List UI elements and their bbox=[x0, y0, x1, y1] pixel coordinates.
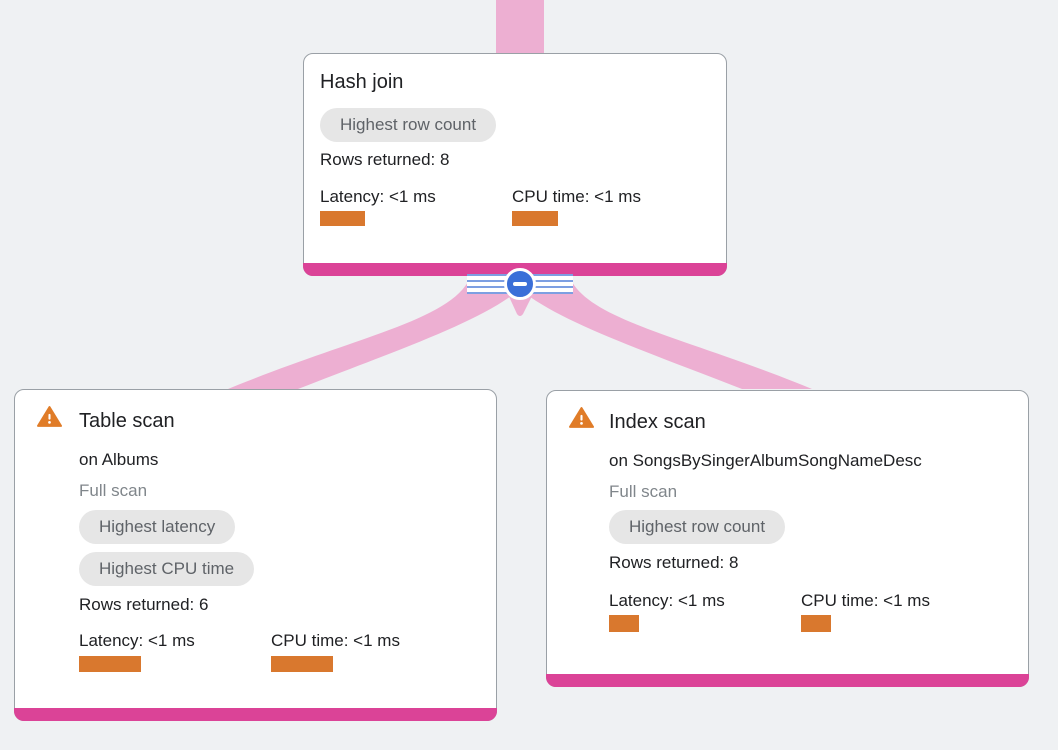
collapse-children-control[interactable] bbox=[467, 268, 573, 300]
rows-returned-label: Rows returned: 8 bbox=[609, 553, 739, 572]
cpu-time-label: CPU time: <1 ms bbox=[271, 631, 400, 650]
collapse-minus-icon[interactable] bbox=[504, 268, 536, 300]
latency-bar bbox=[609, 615, 639, 632]
latency-label: Latency: <1 ms bbox=[320, 187, 436, 206]
node-title: Index scan bbox=[609, 411, 706, 433]
rows-returned-label: Rows returned: 6 bbox=[79, 595, 209, 614]
badge-highest-latency: Highest latency bbox=[79, 510, 236, 544]
edge-to-index-scan-ribbon bbox=[521, 282, 812, 389]
scan-type-label: Full scan bbox=[79, 481, 148, 500]
node-title: Hash join bbox=[320, 71, 404, 93]
badge-highest-row-count: Highest row count bbox=[609, 510, 786, 544]
badge-highest-cpu-time: Highest CPU time bbox=[79, 552, 255, 586]
rows-returned-label: Rows returned: 8 bbox=[320, 150, 450, 169]
scan-target-label: on Albums bbox=[79, 450, 159, 469]
node-footer-accent bbox=[546, 674, 1029, 687]
scan-target-label: on SongsBySingerAlbumSongNameDesc bbox=[609, 451, 922, 470]
node-title: Table scan bbox=[79, 410, 175, 432]
cpu-time-bar bbox=[512, 211, 558, 226]
badge-highest-row-count: Highest row count bbox=[320, 108, 497, 142]
cpu-time-bar bbox=[271, 656, 333, 672]
node-footer-accent bbox=[14, 708, 497, 721]
cpu-time-label: CPU time: <1 ms bbox=[801, 591, 930, 610]
cpu-time-bar bbox=[801, 615, 831, 632]
plan-node-hash-join[interactable]: Hash join Highest row count Rows returne… bbox=[303, 53, 727, 276]
latency-bar bbox=[320, 211, 365, 226]
edge-parent-top-ribbon bbox=[496, 0, 544, 60]
warning-icon bbox=[37, 406, 62, 427]
latency-bar bbox=[79, 656, 141, 672]
plan-node-index-scan[interactable]: Index scan on SongsBySingerAlbumSongName… bbox=[546, 390, 1029, 687]
cpu-time-label: CPU time: <1 ms bbox=[512, 187, 641, 206]
latency-label: Latency: <1 ms bbox=[609, 591, 725, 610]
plan-node-table-scan[interactable]: Table scan on Albums Full scan Highest l… bbox=[14, 389, 497, 721]
edge-to-table-scan-ribbon bbox=[228, 282, 519, 389]
latency-label: Latency: <1 ms bbox=[79, 631, 195, 650]
scan-type-label: Full scan bbox=[609, 482, 678, 501]
minus-glyph bbox=[513, 282, 527, 286]
warning-icon bbox=[569, 407, 594, 428]
